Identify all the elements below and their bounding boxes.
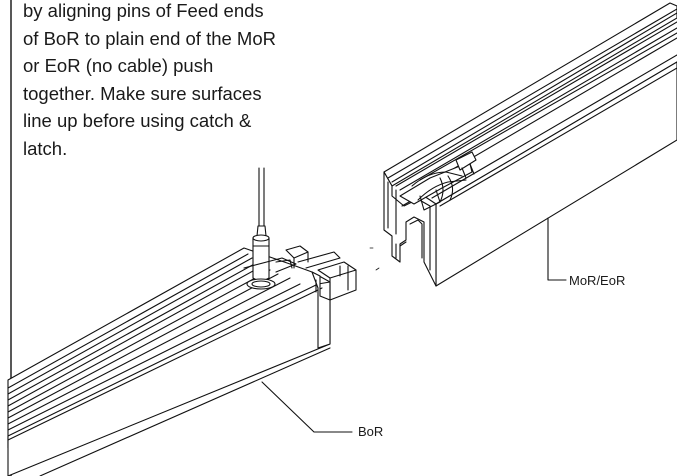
bor-label: BoR (358, 424, 384, 439)
instruction-line-2: of BoR to plain end of the MoR (23, 27, 276, 49)
bor-rail (8, 168, 356, 476)
suspension-cable (244, 168, 296, 289)
bor-end-profile (312, 272, 330, 348)
bor-leader-line (262, 382, 352, 432)
instruction-line-3: or EoR (no cable) push (23, 55, 214, 76)
mor-eor-label: MoR/EoR (569, 273, 626, 288)
mor-end-profile (384, 172, 436, 286)
feed-pins (286, 246, 356, 300)
mor-leader-line (548, 218, 566, 280)
catch-latch (400, 152, 476, 210)
instruction-line-6: latch. (23, 137, 68, 159)
gap-ticks (370, 248, 379, 270)
instruction-text: by aligning pins of Feed ends of BoR to … (23, 0, 363, 162)
mor-eor-rail (384, 3, 677, 286)
instruction-line-1: by aligning pins of Feed ends (23, 0, 264, 21)
instruction-line-5: line up before using catch & (23, 110, 252, 131)
instruction-line-4: together. Make sure surfaces (23, 82, 262, 104)
